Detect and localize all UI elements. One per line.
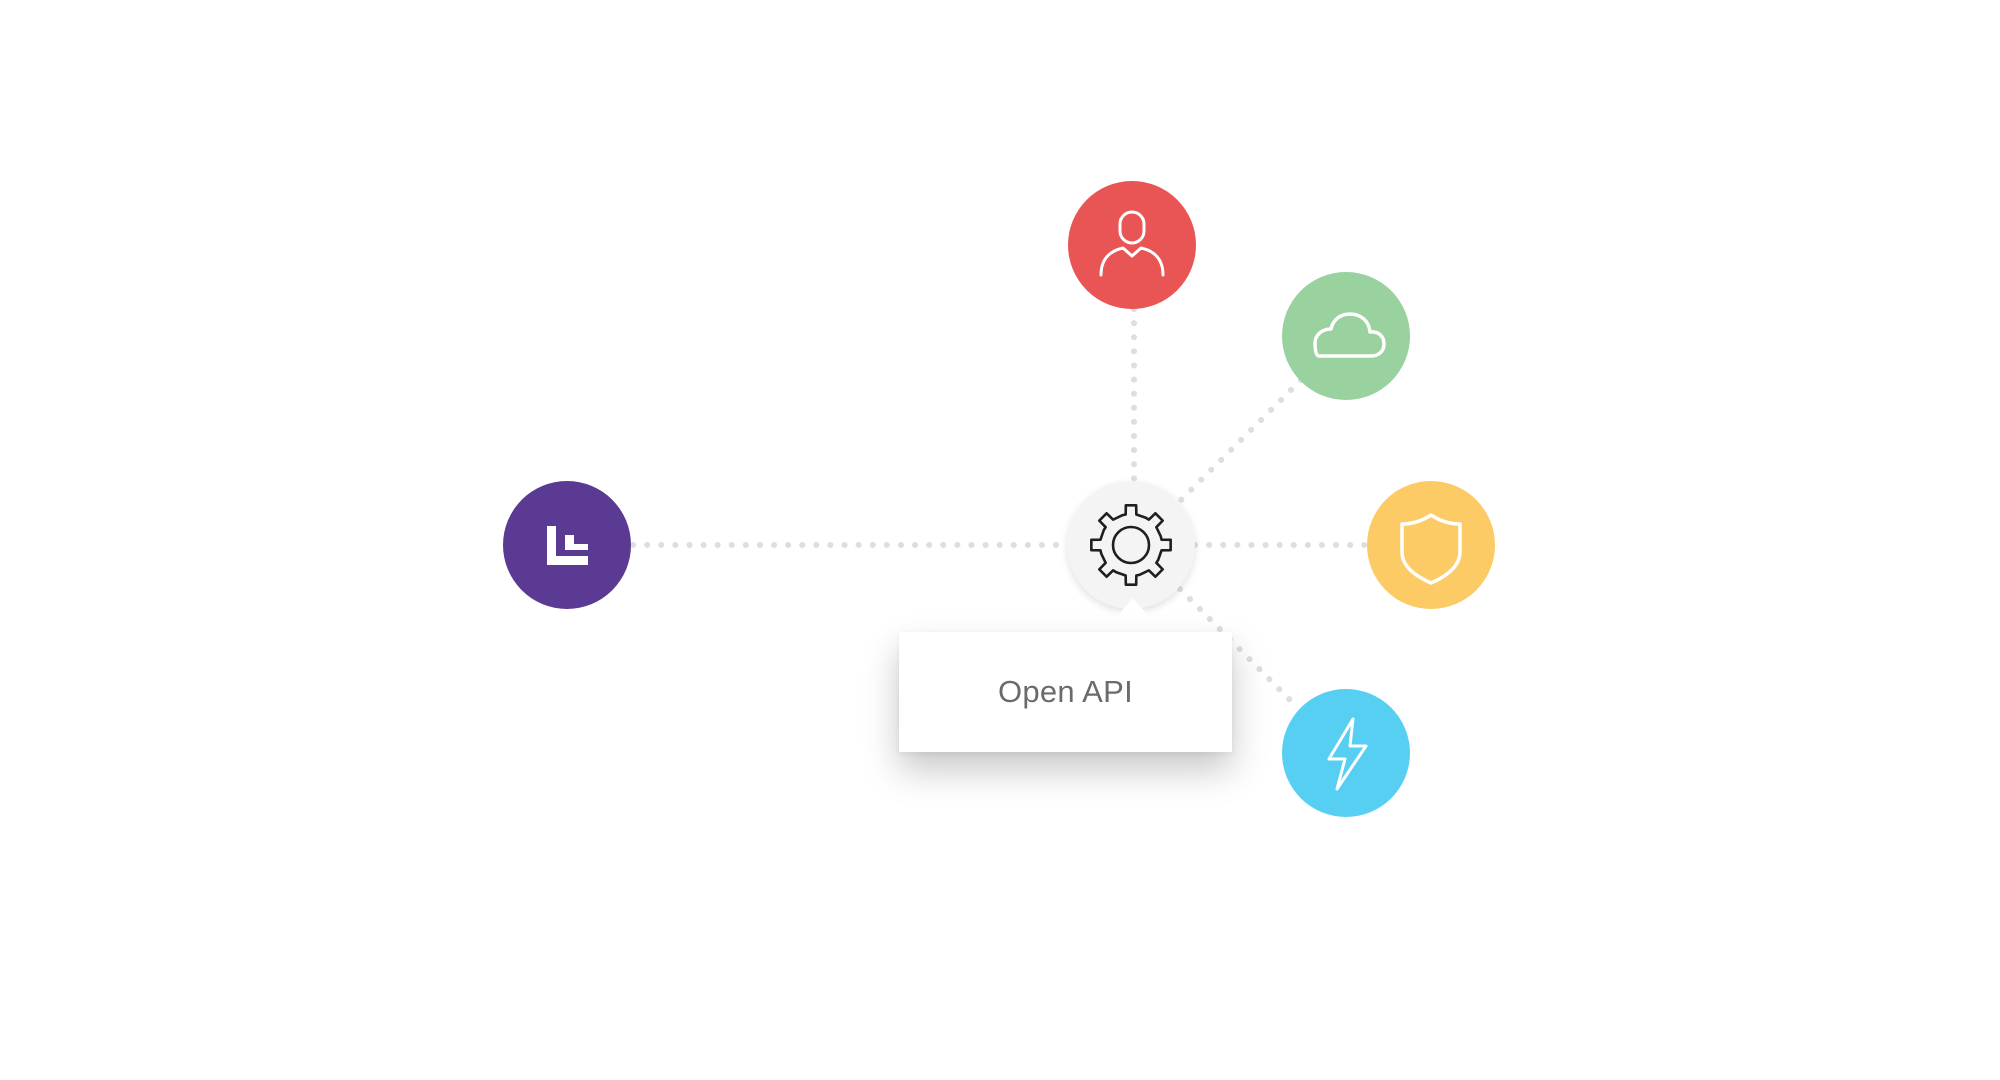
lightning-icon (1327, 717, 1368, 791)
link-lower-right (1177, 586, 1293, 703)
bracket-logo-icon (547, 526, 588, 565)
node-upper-right[interactable] (1282, 272, 1410, 400)
link-upper-right (1177, 377, 1304, 504)
tooltip-label: Open API (997, 674, 1134, 709)
gear-icon (1090, 504, 1172, 586)
node-lower-right[interactable] (1282, 689, 1410, 817)
node-right[interactable] (1367, 481, 1495, 609)
shield-icon (1400, 513, 1462, 585)
cloud-icon (1313, 312, 1386, 358)
node-center[interactable] (1067, 481, 1195, 609)
user-icon (1099, 210, 1165, 277)
tooltip-arrow (1103, 598, 1163, 633)
node-left[interactable] (503, 481, 631, 609)
node-top[interactable] (1068, 181, 1196, 309)
open-api-tooltip: Open API (899, 632, 1232, 752)
